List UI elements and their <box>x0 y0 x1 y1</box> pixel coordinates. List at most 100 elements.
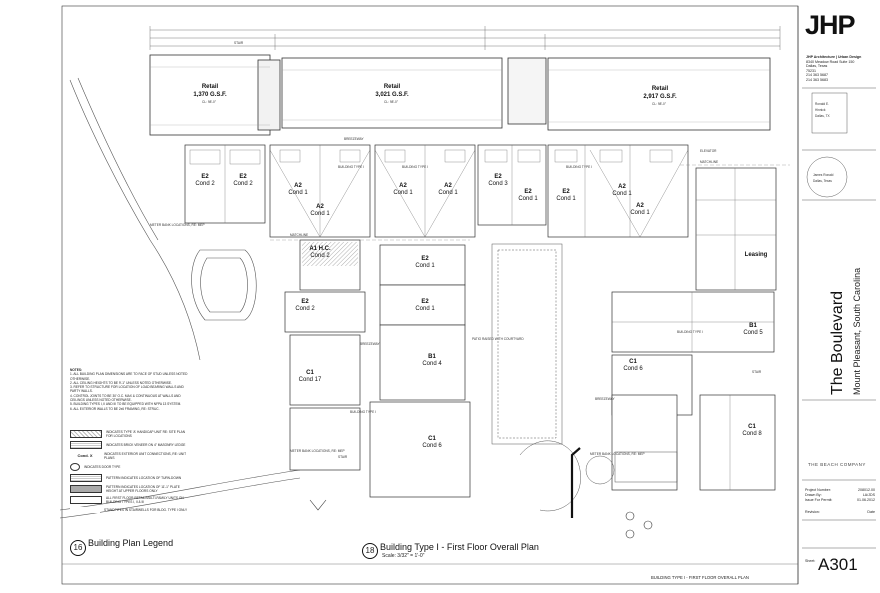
matchline-label: MATCHLINE <box>290 233 308 237</box>
unit-label: Cond 1 <box>310 211 330 217</box>
unit-label: Cond 1 <box>288 190 308 196</box>
legend-item: INDICATES BRICK VENEER ON 4" MASONRY LED… <box>70 441 192 449</box>
firm-address: JHP Architecture | Urban Design 8340 Mea… <box>806 55 874 83</box>
meta-label: Issue For Permit: <box>805 497 833 502</box>
unit-label: C1 <box>428 436 436 442</box>
stamp-line: Ronald E. <box>815 102 829 106</box>
firm-line: 214 363 5687 <box>806 73 828 78</box>
sheet-number: A301 <box>818 555 858 574</box>
unit-label: Cond 6 <box>623 366 643 372</box>
unit-label: Cond 2 <box>310 253 330 259</box>
legend-title: Building Plan Legend <box>88 538 174 548</box>
legend-item: PATTERN INDICATES LOCATION OF TURN-DOWN <box>70 474 192 482</box>
dimension-strings <box>149 26 781 50</box>
courtyard-wall <box>570 447 581 518</box>
legend-text: INDICATES DOOR TYPE <box>84 465 121 469</box>
stair-label: STAIR <box>338 455 348 459</box>
legend-swatch <box>70 496 102 504</box>
meta-value: 01.06.2012 <box>857 497 875 502</box>
unit-label: E2 <box>494 174 502 180</box>
note-item: 4. CONTROL JOINTS TO BE 30' O.C. MAX & C… <box>70 393 181 403</box>
note-item: 3. REFER TO STRUCTURE FOR LOCATION OF LO… <box>70 385 184 394</box>
retail-3-name: Retail <box>652 86 669 92</box>
annotations: STAIR BREEZEWAY BREEZEWAY BREEZEWAY BUIL… <box>150 41 762 459</box>
unit-label: Cond 2 <box>295 306 315 312</box>
site-road-curves <box>59 77 301 519</box>
building-type-label: BUILDING TYPE I <box>677 330 703 334</box>
meta-label: Drawn By: <box>805 492 822 497</box>
matchlines <box>270 164 790 241</box>
unit-label: E2 <box>524 189 532 195</box>
legend-swatch: Cond. X <box>77 453 93 458</box>
legend-text: INDICATES BRICK VENEER ON 4" MASONRY LED… <box>106 443 186 447</box>
meta-row: Revision: Date <box>805 510 875 515</box>
meta-row: Sheet: <box>805 559 875 564</box>
building-type-label: BUILDING TYPE I <box>338 165 364 169</box>
legend-item: STANDPIPES IN STAIRWELLS FOR BLDG. TYPE … <box>70 507 192 513</box>
unit-label: A2 <box>444 183 452 189</box>
legend-swatch <box>70 507 100 513</box>
firm-line: JHP Architecture | Urban Design <box>806 55 862 59</box>
legend-swatch <box>70 485 102 493</box>
legend-item: INDICATES TYPE 'A' HANDICAP UNIT RE: SIT… <box>70 430 192 438</box>
residential-right-wing <box>611 167 777 491</box>
client-name: THE BEACH COMPANY <box>808 462 866 467</box>
legend-item: ALL FIRST FLOOR RETAIL/MULTI-FAMILY UNIT… <box>70 496 192 504</box>
project-title: The Boulevard <box>829 291 846 395</box>
unit-label: Cond 8 <box>742 431 762 437</box>
building-type-label: BUILDING TYPE I <box>402 165 428 169</box>
unit-label: A2 <box>294 183 302 189</box>
unit-label: B1 <box>749 323 757 329</box>
stamp-line: Hinnick <box>815 108 826 112</box>
meta-label: Date <box>867 510 875 515</box>
meter-bank-label: METER BANK LOCATIONS, RE: MEP <box>590 452 645 456</box>
unit-label: A1 H.C. <box>309 246 331 252</box>
retail-2-area: 3,021 G.S.F. <box>375 92 409 98</box>
unit-label: Cond 1 <box>415 263 435 269</box>
unit-label: A2 <box>636 203 644 209</box>
retail-3-area: 2,917 G.S.F. <box>643 94 677 100</box>
building-type-label: BUILDING TYPE I <box>566 165 592 169</box>
meta-value: LA/JDS <box>862 492 875 497</box>
project-title-block: The Boulevard Mount Pleasant, South Caro… <box>812 210 868 400</box>
patio-label: PATIO RAISED WITH COURTYARD <box>472 337 524 341</box>
courtyard <box>491 243 678 512</box>
legend-swatch <box>70 430 102 438</box>
unit-label: A2 <box>618 184 626 190</box>
matchline-label: MATCHLINE <box>700 160 718 164</box>
meta-row: Project Number:208012.00 <box>805 488 875 493</box>
breezeway-label: BREEZEWAY <box>595 397 616 401</box>
stamp-line: James Ronald <box>813 173 834 177</box>
retail-1-name: Retail <box>202 84 219 90</box>
legend-item: INDICATES DOOR TYPE <box>70 463 192 471</box>
meta-label: Revision: <box>805 510 820 515</box>
firm-line: 75231 <box>806 68 816 73</box>
unit-partitions-top <box>189 145 689 238</box>
unit-labels: E2 Cond 2 E2 Cond 2 A2 Cond 1 A2 Cond 1 … <box>195 174 767 449</box>
firm-logo: JHP <box>805 10 856 40</box>
meta-label: Sheet: <box>805 559 816 564</box>
elevator-label: ELEVATOR <box>700 149 717 153</box>
unit-label: Cond 6 <box>422 443 442 449</box>
meta-value: 208012.00 <box>858 488 875 492</box>
unit-label: Cond 2 <box>233 181 253 187</box>
unit-label: A2 <box>316 204 324 210</box>
legend-text: ALL FIRST FLOOR RETAIL/MULTI-FAMILY UNIT… <box>106 496 184 504</box>
unit-label: E2 <box>239 174 247 180</box>
retail-3-ceiling: CL: 98'-0" <box>652 102 666 106</box>
unit-partitions-right <box>612 168 776 490</box>
note-item: 2. ALL CEILING HEIGHTS TO BE 9'-1" UNLES… <box>70 380 172 385</box>
parking-symbols <box>309 499 653 539</box>
notes-header: NOTES: <box>70 368 83 372</box>
breezeway-label: BREEZEWAY <box>360 342 381 346</box>
legend-items: INDICATES TYPE 'A' HANDICAP UNIT RE: SIT… <box>70 428 192 516</box>
legend-text: INDICATES TYPE 'A' HANDICAP UNIT RE: SIT… <box>106 430 186 438</box>
building-type-label: BUILDING TYPE I <box>350 410 376 414</box>
legend-text: STANDPIPES IN STAIRWELLS FOR BLDG. TYPE … <box>104 508 188 512</box>
retail-1-ceiling: CL: 98'-0" <box>202 100 216 104</box>
legend-text: PATTERN INDICATES LOCATION OF TURN-DOWN <box>106 476 182 480</box>
firm-line: Dallas, Texas <box>806 64 828 69</box>
sheet-footer-caption: BUILDING TYPE I - FIRST FLOOR OVERALL PL… <box>651 575 749 580</box>
